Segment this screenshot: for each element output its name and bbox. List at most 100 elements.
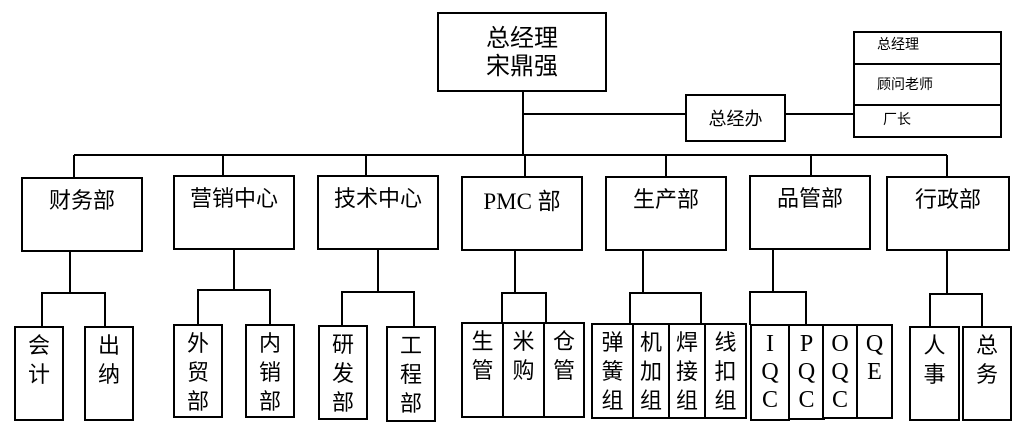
dept-label: 品管部 [776, 187, 843, 212]
sub-unit-label: 总务 [964, 332, 1010, 390]
sub-unit-box[interactable]: 内销部 [245, 324, 295, 418]
sub-unit-char: 内 [258, 332, 281, 357]
sub-bracket-line [41, 292, 106, 327]
sub-unit-char: 部 [399, 392, 422, 417]
sub-bracket-line [749, 291, 807, 325]
sub-unit-char: 总 [975, 334, 998, 359]
sub-unit-box[interactable]: 研发部 [318, 325, 368, 420]
sub-unit-char: 部 [186, 390, 209, 415]
sub-unit-box[interactable]: 线扣组 [704, 323, 747, 419]
sub-unit-char: E [867, 359, 882, 385]
sub-unit-char: 研 [331, 333, 354, 358]
dept-label: 技术中心 [333, 187, 422, 212]
sub-unit-char: 机 [639, 331, 662, 356]
sub-unit-char: 组 [639, 389, 662, 414]
sub-unit-char: 出 [97, 334, 120, 359]
dept-label: 财务部 [48, 189, 115, 214]
sub-unit-char: 管 [471, 359, 494, 384]
sub-unit-char: C [798, 387, 815, 413]
general-manager-box[interactable]: 总经理 宋鼎强 [437, 12, 607, 92]
sub-unit-char: 组 [601, 389, 624, 414]
sub-unit-box[interactable]: 弹簧组 [591, 323, 634, 419]
sub-unit-char: Q [797, 359, 816, 385]
sub-unit-label: 线扣组 [706, 329, 745, 416]
dept-label: PMC 部 [483, 189, 561, 214]
dept-box-marketing[interactable]: 营销中心 [173, 175, 295, 250]
sub-unit-box[interactable]: 米购 [502, 322, 545, 418]
sub-bracket-line [197, 289, 271, 325]
sub-unit-char: P [799, 331, 814, 357]
side-list-item[interactable]: 厂长 [883, 112, 911, 128]
sub-unit-char: Q [865, 331, 884, 357]
sub-unit-label: 外贸部 [175, 330, 221, 417]
sub-unit-label: 出纳 [86, 332, 132, 390]
sub-unit-box[interactable]: 出纳 [84, 326, 134, 421]
dept-box-finance[interactable]: 财务部 [21, 177, 143, 252]
side-list-item[interactable]: 总经理 [855, 33, 1000, 65]
sub-unit-char: 纳 [97, 363, 120, 388]
dept-box-tech[interactable]: 技术中心 [317, 175, 439, 250]
sub-unit-box[interactable]: 外贸部 [173, 324, 223, 418]
sub-unit-char: 弹 [601, 331, 624, 356]
sub-bracket-line [929, 293, 983, 327]
sub-unit-char: 焊 [675, 331, 698, 356]
sub-bracket-line [501, 292, 547, 323]
sub-unit-box[interactable]: 工程部 [386, 326, 436, 422]
sub-unit-char: I [766, 331, 774, 357]
gm-office-box[interactable]: 总经办 [685, 94, 786, 142]
sub-unit-char: 销 [258, 361, 281, 386]
sub-unit-label: 焊接组 [670, 329, 704, 416]
sub-unit-box[interactable]: 机加组 [632, 323, 670, 419]
sub-unit-char: C [831, 387, 848, 413]
sub-unit-char: 工 [399, 334, 422, 359]
sub-unit-box[interactable]: 仓管 [543, 322, 585, 418]
sub-unit-char: 贸 [186, 361, 209, 386]
sub-unit-char: 簧 [601, 360, 624, 385]
sub-unit-label: 会计 [16, 332, 62, 390]
sub-unit-label: 弹簧组 [593, 329, 632, 416]
dept-box-quality[interactable]: 品管部 [749, 175, 871, 250]
sub-unit-char: 米 [512, 330, 535, 355]
sub-unit-box[interactable]: 总务 [962, 326, 1012, 421]
dept-box-pmc[interactable]: PMC 部 [461, 176, 583, 251]
sub-unit-char: C [761, 387, 778, 413]
sub-unit-char: 事 [923, 363, 946, 388]
dept-label: 行政部 [914, 188, 981, 213]
sub-unit-char: 部 [331, 391, 354, 416]
dept-label: 营销中心 [189, 187, 278, 212]
sub-unit-char: 组 [714, 389, 737, 414]
sub-unit-label: 工程部 [388, 332, 434, 419]
side-list-box: 总经理 顾问老师 厂长 [853, 31, 1002, 138]
dept-box-admin[interactable]: 行政部 [886, 176, 1010, 251]
sub-unit-char: 扣 [714, 360, 737, 385]
sub-bracket-line [341, 291, 415, 327]
sub-unit-label: 米购 [504, 328, 543, 386]
sub-unit-char: O [831, 331, 849, 357]
sub-unit-char: 会 [27, 334, 50, 359]
sub-unit-char: 务 [975, 363, 998, 388]
side-list-item[interactable]: 顾问老师 [855, 65, 1000, 106]
sub-unit-box[interactable]: 焊接组 [668, 323, 706, 419]
sub-unit-char: 程 [399, 363, 422, 388]
sub-unit-char: 管 [552, 359, 575, 384]
sub-unit-box[interactable]: 生管 [461, 322, 504, 418]
sub-unit-box[interactable]: 会计 [14, 326, 64, 421]
sub-unit-char: 部 [258, 390, 281, 415]
sub-unit-char: 购 [512, 359, 535, 384]
sub-unit-char: 外 [186, 332, 209, 357]
dept-box-production[interactable]: 生产部 [605, 176, 727, 251]
gm-office-label: 总经办 [708, 109, 763, 130]
general-manager-name: 宋鼎强 [486, 52, 558, 80]
dept-label: 生产部 [632, 188, 699, 213]
sub-unit-label: 生管 [463, 328, 502, 386]
sub-unit-box[interactable]: 人事 [909, 326, 960, 421]
